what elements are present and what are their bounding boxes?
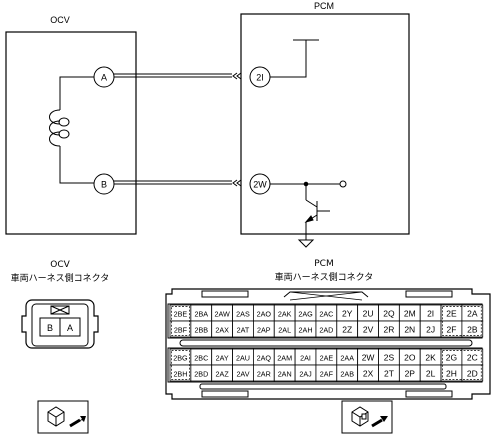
pcm-pin-label: 2AF (320, 370, 334, 379)
pcm-pin-label: 2BB (194, 326, 208, 335)
pcm-pin-label: 2AU (236, 354, 250, 363)
pcm-pin-label: 2AS (236, 310, 250, 319)
pcm-pin-label: 2AR (257, 370, 271, 379)
pcm-pin-label: 2AE (320, 354, 334, 363)
pcm-pin-label: 2AH (299, 326, 313, 335)
pcm-pin-label: 2AA (340, 354, 354, 363)
pcm-pin-label: 2F (447, 325, 457, 335)
ocv-terminal-a-label: A (101, 73, 107, 83)
ocv-connector-face (21, 299, 99, 349)
ocv-box (5, 31, 137, 235)
ocv-connector-pin-b: B (47, 323, 53, 333)
ocv-terminal-b-label: B (101, 180, 107, 190)
pcm-pin-label: 2T (384, 369, 394, 379)
pcm-pin-key-outline (171, 350, 190, 380)
pcm-pin-key-outline (171, 306, 190, 336)
ocv-connector-pin-a: A (67, 323, 73, 333)
pcm-pin-label: 2AB (340, 370, 354, 379)
pcm-pin-label: 2AP (257, 326, 271, 335)
pcm-pin-label: 2S (384, 353, 395, 363)
pcm-connector-shell (165, 288, 491, 400)
solenoid-coil (49, 76, 103, 184)
pcm-pin-label: 2AW (214, 310, 230, 319)
pcm-connector-pin-grid: 2BE 2BA 2AW 2AS 2AO 2AK 2AG 2AC 2Y 2U 2Q 2M 2I 2E 2A 2B… (169, 304, 484, 382)
pcm-internal-circuit (270, 39, 347, 248)
pcm-pin-label: 2AJ (299, 370, 312, 379)
pcm-pin-label: 2AQ (257, 354, 272, 363)
pcm-pin-label: 2Y (342, 309, 353, 319)
ocv-connector-subtitle: 車両ハーネス側コネクタ (10, 274, 110, 284)
connector-view-icon (37, 400, 89, 434)
pcm-pin-cell (461, 320, 484, 338)
ocv-title: OCV (50, 15, 70, 25)
pcm-pin-label: 2BC (194, 354, 208, 363)
pcm-pin-label: 2W (362, 353, 375, 363)
pcm-pin-label: 2BD (194, 370, 208, 379)
pcm-pin-label: 2Z (342, 325, 352, 335)
pcm-pin-label: 2BF (174, 326, 188, 335)
pcm-pin-label: 2BH (173, 370, 187, 379)
pcm-pin-label: 2U (363, 309, 374, 319)
ground-icon (297, 239, 315, 248)
pcm-pin-label: 2R (383, 325, 394, 335)
connector-view-icon (341, 400, 393, 434)
pcm-pin-label: 2I (427, 309, 434, 319)
ocv-connector-title: OCV (50, 260, 70, 270)
pcm-box (240, 13, 410, 235)
pcm-pin-label: 2AN (278, 370, 292, 379)
pcm-pin-label: 2AG (298, 310, 313, 319)
pcm-pin-label: 2B (467, 325, 478, 335)
harness-wires (114, 72, 242, 187)
pcm-pin-label: 2AD (319, 326, 333, 335)
pcm-connector-subtitle: 車両ハーネス側コネクタ (274, 273, 374, 283)
pcm-pin-label: 2BA (194, 310, 208, 319)
pcm-pin-label: 2D (467, 369, 478, 379)
pcm-pin-label: 2AK (278, 310, 292, 319)
pcm-pin-cell (461, 364, 484, 382)
pcm-pin-label: 2AY (216, 354, 229, 363)
pcm-title: PCM (314, 1, 334, 11)
pcm-pin-label: 2G (446, 353, 457, 363)
pcm-pin-label: 2AT (237, 326, 250, 335)
pcm-pin-label: 2J (426, 325, 435, 335)
pcm-pin-label: 2L (426, 369, 436, 379)
pcm-pin-label: 2P (405, 369, 416, 379)
pcm-terminal-2w-label: 2W (253, 180, 267, 190)
pcm-pin-label: 2N (404, 325, 415, 335)
pcm-pin-label: 2AC (319, 310, 333, 319)
pcm-connector-title: PCM (314, 259, 334, 269)
pcm-pin-label: 2A (467, 309, 478, 319)
pcm-pin-key-outline (442, 350, 482, 380)
pcm-pin-label: 2AI (300, 354, 311, 363)
pcm-pin-label: 2K (425, 353, 436, 363)
pcm-terminal-2i-label: 2I (256, 73, 264, 83)
pcm-pin-label: 2AX (215, 326, 229, 335)
pcm-pin-label: 2E (446, 309, 457, 319)
pcm-pin-label: 2BE (174, 310, 188, 319)
pcm-pin-label: 2AV (236, 370, 249, 379)
pcm-pin-label: 2AZ (216, 370, 230, 379)
pcm-pin-label: 2H (446, 369, 457, 379)
pcm-pin-label: 2C (467, 353, 478, 363)
pcm-pin-label: 2Q (383, 309, 395, 319)
pcm-pin-label: 2V (363, 325, 374, 335)
pcm-pin-label: 2AO (257, 310, 272, 319)
pcm-pin-label: 2AM (277, 354, 292, 363)
pcm-pin-label: 2BG (173, 354, 188, 363)
pcm-pin-key-outline (442, 306, 482, 336)
pcm-pin-label: 2O (404, 353, 416, 363)
pcm-pin-label: 2X (363, 369, 374, 379)
pcm-pin-label: 2AL (278, 326, 291, 335)
pcm-pin-label: 2M (404, 309, 416, 319)
